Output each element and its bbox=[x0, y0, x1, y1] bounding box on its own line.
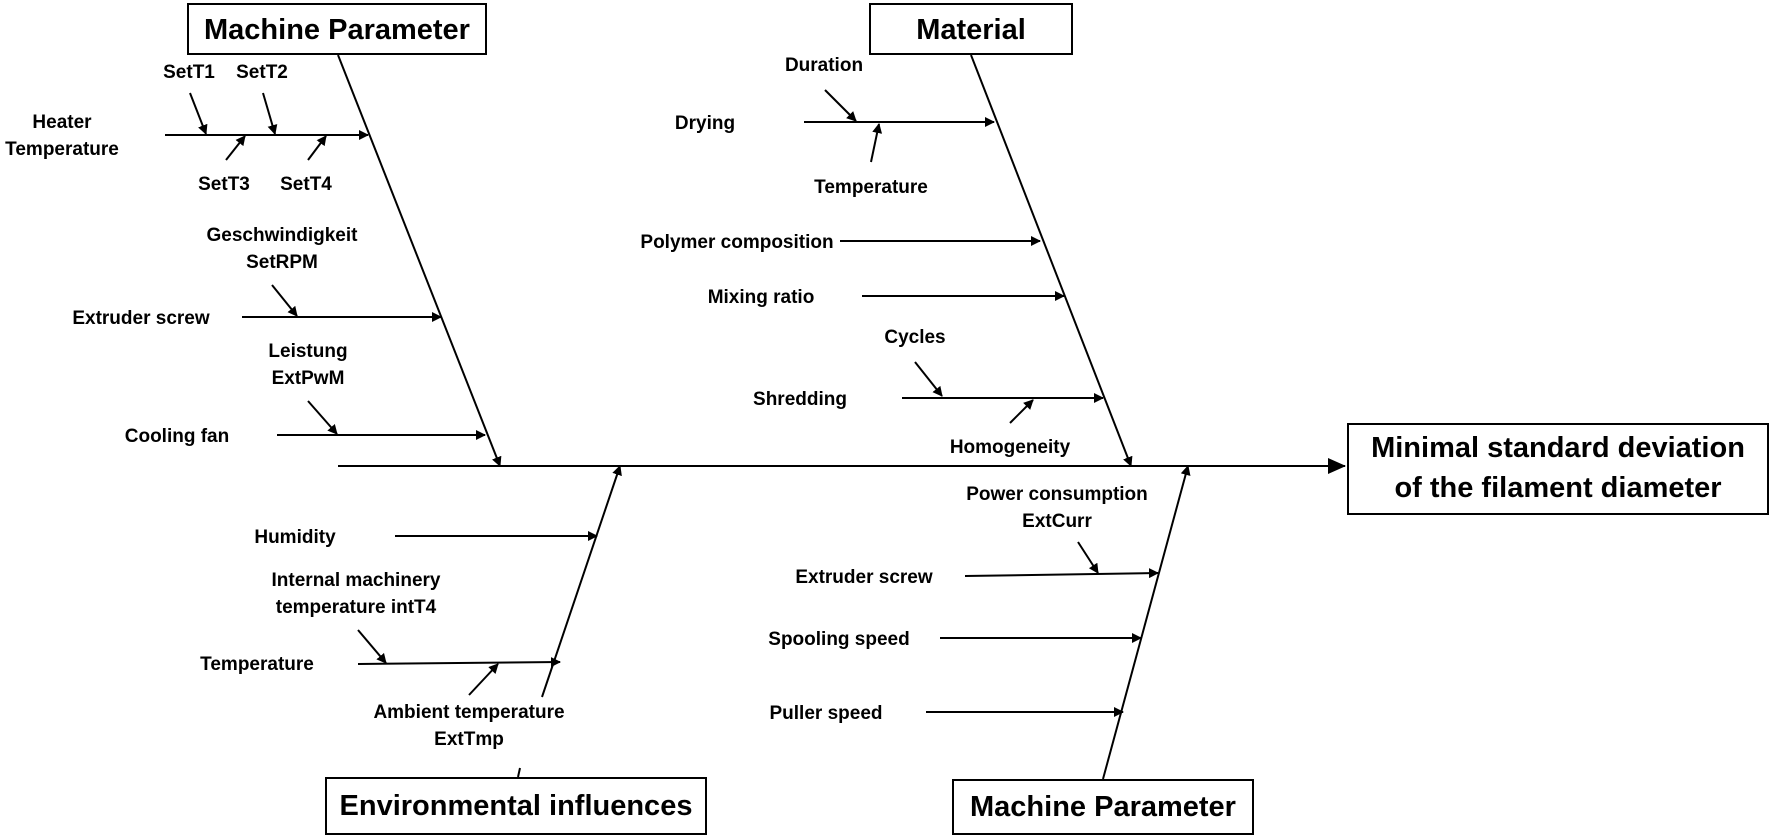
label-duration: Duration bbox=[785, 55, 863, 76]
sub-arrow-duration bbox=[824, 89, 857, 122]
label-drying: Drying bbox=[675, 113, 735, 134]
effect-line-1: Minimal standard deviation bbox=[1371, 432, 1745, 464]
bone-environment bbox=[517, 767, 521, 778]
label-polymer: Polymer composition bbox=[640, 232, 833, 253]
branch-env-temperature bbox=[357, 657, 561, 668]
category-machine-bottom-label: Machine Parameter bbox=[970, 791, 1236, 823]
label-env-temperature: Temperature bbox=[200, 654, 314, 675]
label-geschwindigkeit: Geschwindigkeit bbox=[207, 225, 359, 246]
sub-arrow-cycles bbox=[914, 361, 943, 397]
label-set-t3: SetT3 bbox=[198, 174, 250, 195]
category-machine-top-label: Machine Parameter bbox=[204, 14, 470, 46]
sub-arrow-set-t4 bbox=[307, 135, 327, 161]
sub-arrow-power bbox=[1077, 541, 1099, 574]
sub-arrow-ext-pwm bbox=[307, 400, 338, 435]
category-material-label: Material bbox=[916, 14, 1026, 46]
bone-material bbox=[970, 54, 1133, 467]
sub-arrow-set-t1 bbox=[189, 92, 208, 135]
sub-arrow-internal bbox=[357, 629, 387, 664]
label-power-1: Power consumption bbox=[966, 484, 1148, 505]
category-environment-label: Environmental influences bbox=[340, 790, 693, 822]
label-set-t4: SetT4 bbox=[280, 174, 332, 195]
label-extruder-top: Extruder screw bbox=[72, 308, 210, 329]
label-leistung: Leistung bbox=[268, 341, 347, 362]
effect-line-2: of the filament diameter bbox=[1394, 472, 1721, 504]
sub-arrow-homogeneity bbox=[1009, 399, 1034, 424]
sub-arrow-set-t2 bbox=[262, 92, 278, 135]
label-cooling-fan: Cooling fan bbox=[125, 426, 229, 447]
label-heater-2: Temperature bbox=[5, 139, 119, 160]
label-ambient-1: Ambient temperature bbox=[373, 702, 564, 723]
category-machine-top: Machine Parameter bbox=[187, 3, 487, 55]
sub-arrow-ambient bbox=[468, 663, 499, 696]
label-set-rpm: SetRPM bbox=[246, 252, 318, 273]
label-puller: Puller speed bbox=[770, 703, 883, 724]
effect-box: Minimal standard deviation of the filame… bbox=[1347, 423, 1769, 515]
sub-arrow-set-rpm bbox=[271, 284, 298, 317]
label-heater-1: Heater bbox=[32, 112, 92, 133]
label-mixing: Mixing ratio bbox=[708, 287, 815, 308]
sub-arrow-drying-temperature bbox=[870, 123, 883, 163]
label-humidity: Humidity bbox=[254, 527, 336, 548]
label-ambient-2: ExtTmp bbox=[434, 729, 504, 750]
category-material: Material bbox=[869, 3, 1073, 55]
label-extruder-bottom: Extruder screw bbox=[795, 567, 933, 588]
branch-extruder-bottom bbox=[964, 568, 1159, 579]
label-power-2: ExtCurr bbox=[1022, 511, 1092, 532]
bone-machine-bottom bbox=[1102, 465, 1191, 780]
label-shredding: Shredding bbox=[753, 389, 847, 410]
label-cycles: Cycles bbox=[884, 327, 945, 348]
label-homogeneity: Homogeneity bbox=[950, 437, 1071, 458]
label-spooling: Spooling speed bbox=[768, 629, 909, 650]
label-internal-2: temperature intT4 bbox=[276, 597, 437, 618]
category-environment: Environmental influences bbox=[325, 777, 707, 835]
sub-arrow-set-t3 bbox=[225, 135, 246, 161]
label-internal-1: Internal machinery bbox=[272, 570, 441, 591]
label-set-t2: SetT2 bbox=[236, 62, 288, 83]
bone-machine-top bbox=[337, 54, 502, 467]
label-drying-temperature: Temperature bbox=[814, 177, 928, 198]
label-ext-pwm: ExtPwM bbox=[272, 368, 345, 389]
category-machine-bottom: Machine Parameter bbox=[952, 779, 1254, 835]
label-set-t1: SetT1 bbox=[163, 62, 215, 83]
